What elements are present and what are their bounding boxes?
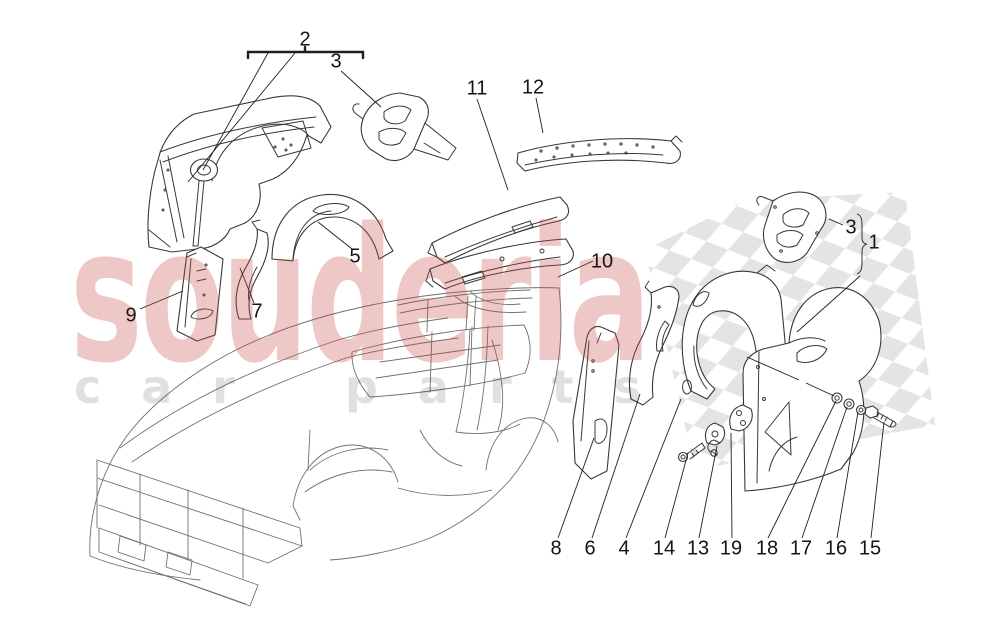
leader-lines (139, 52, 885, 539)
part-5-wheel-arch-liner-drawing (271, 193, 394, 262)
callout-2-bracket (246, 45, 365, 60)
washers-18-17-16-drawing (831, 392, 867, 416)
part-8-pillar-panel-drawing (572, 325, 620, 480)
callout-19[interactable]: 19 (719, 537, 743, 560)
callout-8[interactable]: 8 (550, 537, 562, 560)
callout-5[interactable]: 5 (349, 245, 361, 268)
part-6-reinforcement-drawing (628, 280, 680, 406)
callout-6[interactable]: 6 (584, 537, 596, 560)
part-3-left-bracket-drawing (352, 92, 457, 162)
part-1-quarter-panel-drawing (742, 287, 882, 492)
part-10-rail-drawing (425, 238, 574, 290)
callout-13[interactable]: 13 (686, 537, 710, 560)
callout-1-brace (856, 213, 868, 275)
callout-18[interactable]: 18 (755, 537, 779, 560)
callout-2[interactable]: 2 (299, 28, 311, 51)
callout-16[interactable]: 16 (824, 537, 848, 560)
bracket-19-drawing (729, 404, 753, 432)
part-11-rail-drawing (427, 196, 570, 264)
callout-1[interactable]: 1 (868, 231, 880, 254)
callout-15[interactable]: 15 (858, 537, 882, 560)
part-3-right-bracket-drawing (756, 191, 827, 263)
callout-17[interactable]: 17 (789, 537, 813, 560)
part-2-quarter-inner-drawing (147, 95, 332, 253)
callout-9[interactable]: 9 (125, 304, 137, 327)
screw-14-drawing (677, 442, 706, 463)
callout-11[interactable]: 11 (466, 77, 488, 100)
car-body-drawing (89, 287, 562, 607)
part-12-sill-rail-drawing (516, 135, 683, 172)
hinge-13-drawing (704, 422, 726, 457)
callout-12[interactable]: 12 (521, 76, 545, 99)
callout-4[interactable]: 4 (618, 537, 630, 560)
callout-14[interactable]: 14 (652, 537, 676, 560)
bolt-15-drawing (864, 405, 897, 428)
callout-10[interactable]: 10 (590, 250, 614, 273)
callout-3-left[interactable]: 3 (330, 50, 342, 73)
callout-7[interactable]: 7 (251, 300, 263, 323)
part-7-reinforcement-strip-drawing (235, 219, 269, 320)
part-9-pillar-drawing (176, 246, 224, 342)
callout-3-right[interactable]: 3 (845, 216, 857, 239)
